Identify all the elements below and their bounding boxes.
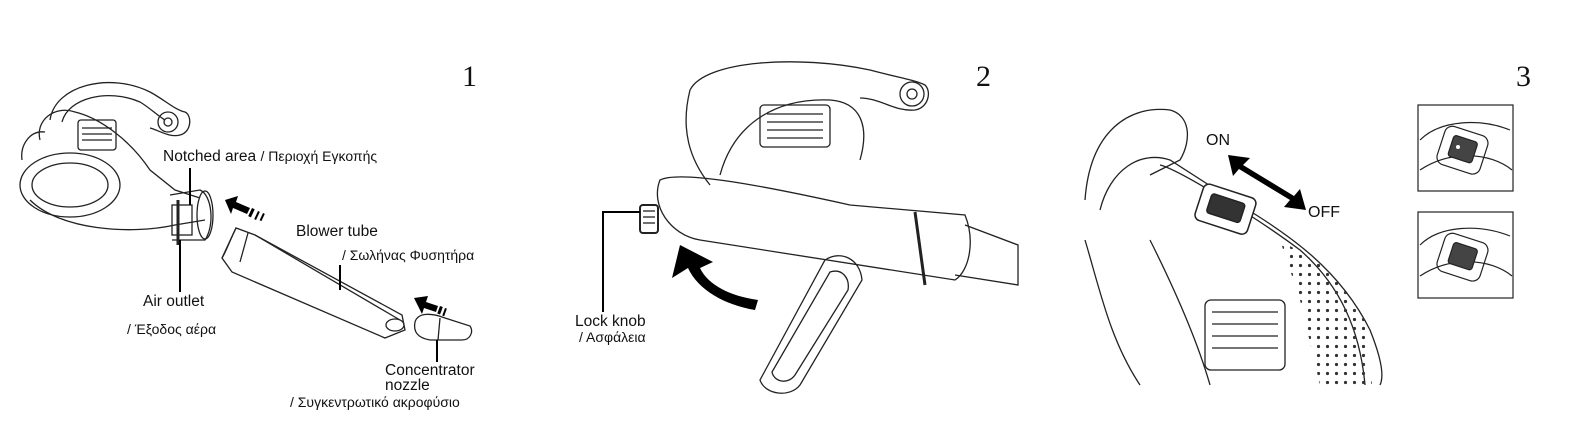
label-lock-knob: Lock knob [575,313,646,330]
label-air-outlet-gr: / Έξοδος αέρα [127,321,217,337]
switch-icon [1194,183,1257,235]
label-blower-tube-gr: / Σωλήνας Φυσητήρα [342,247,475,263]
inset-switch-on [1417,104,1514,192]
panel-2-side-handle [759,255,863,394]
panel-1-blower-tube [221,227,406,339]
inset-switch-off [1417,211,1514,299]
panel-number-1: 1 [462,60,477,93]
push-arrow-icon [414,296,447,317]
label-air-outlet: Air outlet [143,293,205,310]
label-off: OFF [1308,204,1340,221]
panel-number-2: 2 [976,60,991,93]
double-arrow-icon [1228,155,1306,210]
label-lock-knob-gr: / Ασφάλεια [579,329,646,345]
panel-2-blower-tube [639,176,1019,286]
panel-number-3: 3 [1516,60,1531,93]
vent-dots [1280,240,1372,385]
label-concentrator: Concentrator [385,362,475,379]
leader-lines-2 [602,211,640,312]
label-notched-area: Notched area / Περιοχή Εγκοπής [163,148,378,165]
label-nozzle: nozzle [385,377,430,394]
panel-2-blower-top [685,61,929,186]
rotate-arrow-icon [672,245,758,310]
label-on: ON [1206,132,1230,149]
panel-1-concentrator-nozzle [413,313,473,341]
label-blower-tube: Blower tube [296,223,378,240]
leader-lines-1 [179,168,438,362]
label-nozzle-gr: / Συγκεντρωτικό ακροφύσιο [290,394,460,410]
panel-1-blower-body [19,81,214,245]
push-arrow-icon [225,196,265,222]
panel-3-blower-close-up [1084,108,1383,386]
